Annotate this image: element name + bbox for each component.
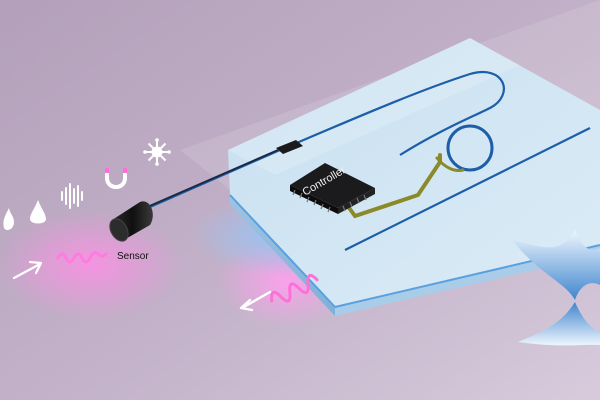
water-drop-icon <box>30 200 46 224</box>
stimulus-icons <box>3 138 171 230</box>
input-arrow <box>12 260 43 280</box>
controller-pins <box>292 189 367 213</box>
output-arrow <box>239 290 272 312</box>
electrodes <box>345 153 465 219</box>
controller-chip-top <box>290 163 375 208</box>
ring-resonator <box>446 124 494 172</box>
sensor-label: Sensor <box>117 251 149 262</box>
input-waveguide <box>149 71 505 209</box>
waveguides <box>149 71 591 251</box>
bus-waveguide <box>344 127 591 251</box>
ring-electrode <box>435 156 465 172</box>
optical-fiber <box>144 149 279 209</box>
band-structure-graphic <box>512 230 600 346</box>
chip-front-edge <box>229 194 336 308</box>
virus-icon <box>143 138 171 166</box>
output-wave <box>270 273 319 303</box>
sensor-end-face <box>109 218 129 242</box>
input-signal-glow <box>0 210 185 320</box>
lower-band <box>518 302 600 346</box>
input-signal <box>12 251 108 280</box>
output-signal <box>239 273 319 312</box>
chip-top-surface <box>228 38 600 307</box>
fiber-coupler <box>276 140 303 154</box>
controller-chip-side2 <box>338 188 375 214</box>
input-wave <box>56 251 108 264</box>
sensor: Sensor <box>109 201 153 262</box>
upper-band <box>512 230 600 300</box>
sound-wave-icon <box>61 183 83 209</box>
flame-icon <box>3 208 14 230</box>
magnet-icon <box>105 168 127 189</box>
controller-chip-side <box>290 185 338 214</box>
